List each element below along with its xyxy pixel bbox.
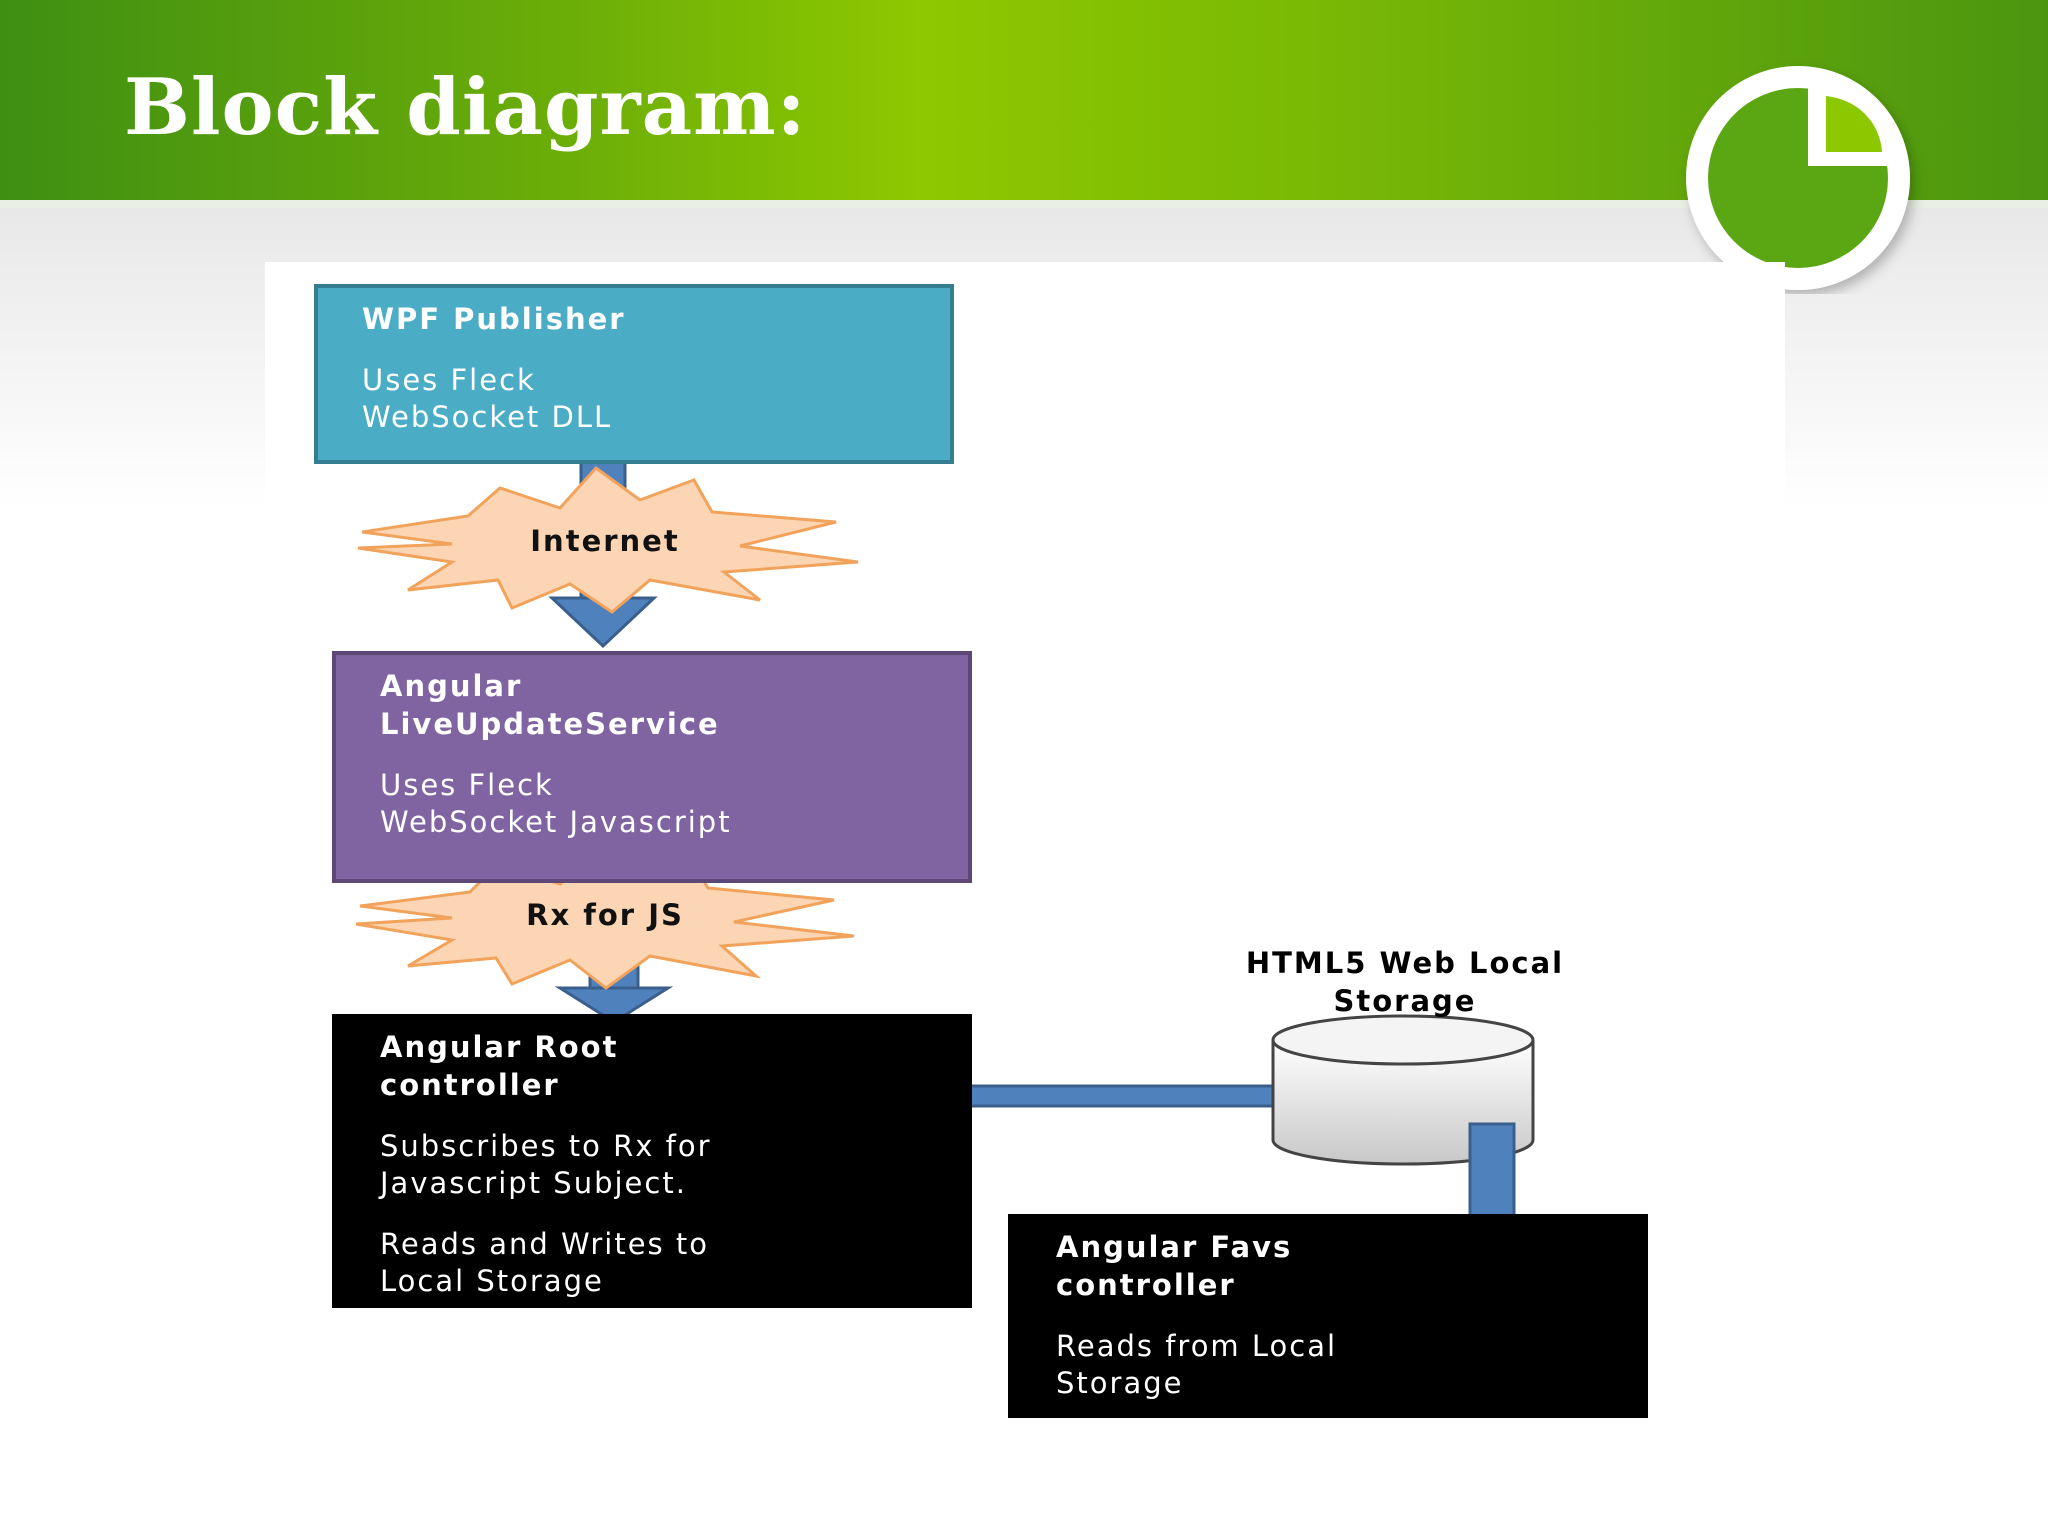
wpf-publisher-block: WPF Publisher Uses Fleck WebSocket DLL — [314, 284, 954, 464]
favs-controller-detail: Reads from Local Storage — [1056, 1329, 1338, 1400]
pie-logo-icon — [1686, 66, 1910, 290]
live-update-service-block: Angular LiveUpdateService Uses Fleck Web… — [332, 651, 972, 883]
header-divider — [0, 200, 2048, 208]
root-controller-title: Angular Root controller — [380, 1030, 619, 1102]
angular-favs-controller-block: Angular Favs controller Reads from Local… — [1008, 1214, 1648, 1418]
wpf-publisher-detail: Uses Fleck WebSocket DLL — [362, 363, 613, 434]
internet-burst — [357, 465, 859, 614]
slide-title: Block diagram: — [124, 62, 807, 153]
favs-controller-title: Angular Favs controller — [1056, 1230, 1293, 1302]
internet-label: Internet — [530, 524, 680, 558]
root-controller-detail-2: Reads and Writes to Local Storage — [380, 1227, 709, 1298]
live-update-service-detail: Uses Fleck WebSocket Javascript — [380, 768, 732, 839]
rx-for-js-label: Rx for JS — [526, 898, 684, 932]
local-storage-cylinder-icon — [1271, 1014, 1535, 1166]
live-update-service-title: Angular LiveUpdateService — [380, 669, 720, 741]
wpf-publisher-title: WPF Publisher — [362, 302, 626, 336]
angular-root-controller-block: Angular Root controller Subscribes to Rx… — [332, 1014, 972, 1308]
root-controller-detail: Subscribes to Rx for Javascript Subject. — [380, 1129, 712, 1200]
local-storage-label: HTML5 Web Local Storage — [1245, 946, 1565, 1018]
